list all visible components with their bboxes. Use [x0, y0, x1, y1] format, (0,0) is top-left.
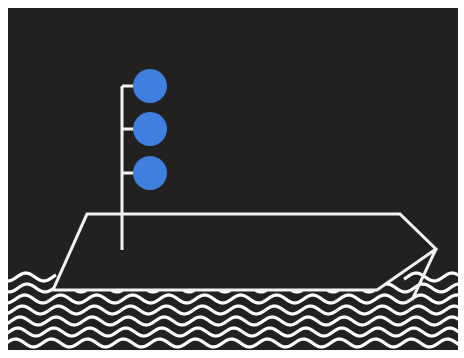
signal-light-3 — [133, 156, 167, 190]
vessel-hull-fill — [53, 214, 436, 290]
signal-light-2 — [133, 112, 167, 146]
signal-light-1 — [133, 69, 167, 103]
signal-lights-group — [122, 69, 167, 190]
